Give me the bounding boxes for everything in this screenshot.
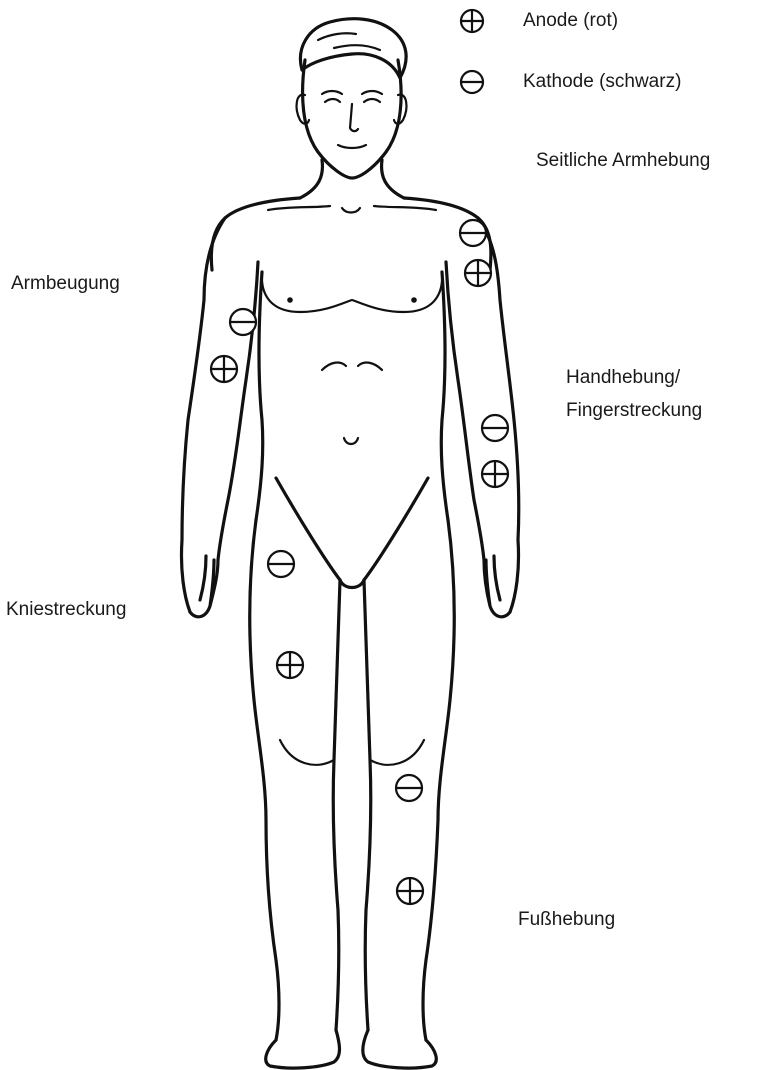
legend-cathode-label: Kathode (schwarz) (523, 70, 681, 94)
label-seitliche-armhebung: Seitliche Armhebung (536, 149, 710, 173)
electrode-kniestreckung-minus (268, 551, 294, 577)
label-armbeugung: Armbeugung (11, 272, 120, 296)
electrode-handhebung-plus (482, 461, 508, 487)
electrode-handhebung-minus (482, 415, 508, 441)
cathode-minus-icon (459, 69, 485, 95)
anode-plus-icon (459, 8, 485, 34)
electrode-kniestreckung-plus (277, 652, 303, 678)
electrode-fusshebung-minus (396, 775, 422, 801)
electrode-seitliche-armhebung-minus (460, 220, 486, 246)
label-handhebung: Handhebung/ (566, 366, 680, 390)
label-fusshebung: Fußhebung (518, 908, 615, 932)
electrode-armbeugung-minus (230, 309, 256, 335)
electrode-fusshebung-plus (397, 878, 423, 904)
electrode-armbeugung-plus (211, 356, 237, 382)
label-fingerstreckung: Fingerstreckung (566, 399, 702, 423)
electrode-seitliche-armhebung-plus (465, 260, 491, 286)
legend-anode-label: Anode (rot) (523, 9, 618, 33)
label-kniestreckung: Kniestreckung (6, 598, 126, 622)
